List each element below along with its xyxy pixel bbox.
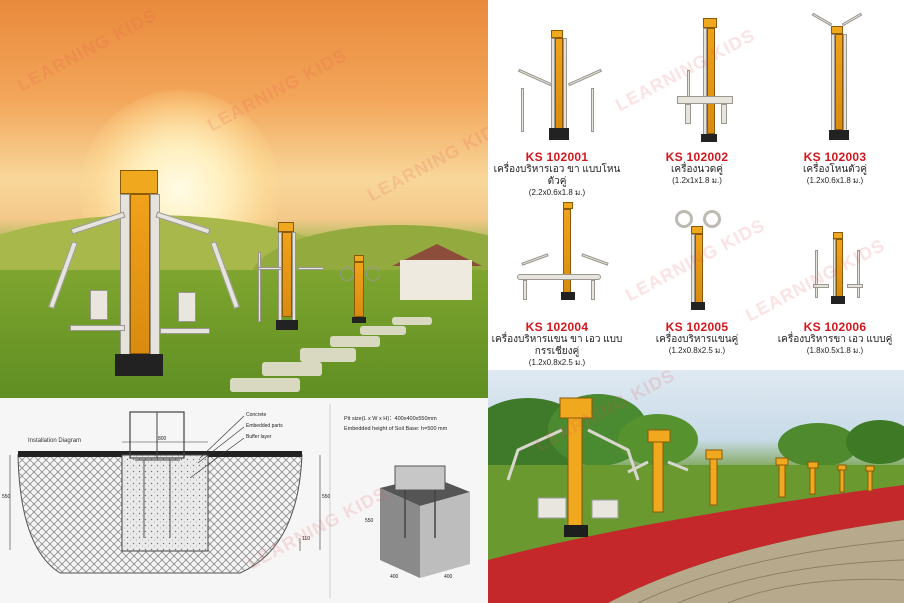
path-stone (392, 317, 432, 325)
product-size: (1.2x0.6x1.8 ม.) (806, 176, 864, 185)
cube-dim-height: 550 (365, 518, 374, 524)
product-image (785, 12, 885, 150)
product-card: KS 102006 เครื่องบริหารขา เอว แบบคู่ (1.… (766, 188, 904, 356)
product-card: KS 102005 เครื่องบริหารแขนคู่ (1.2x0.8x2… (628, 188, 766, 356)
cube-dim-width: 400 (444, 574, 453, 580)
path-stone (330, 336, 380, 347)
product-size: (1.8x0.5x1.8 ม.) (806, 346, 864, 355)
product-image (647, 188, 747, 320)
product-name: เครื่องบริหารแขนคู่ (655, 334, 739, 345)
label-concrete: Concrete (246, 412, 267, 418)
diagram-drawing (9, 404, 470, 598)
watermark: LEARNING KIDS (14, 4, 161, 96)
watermark: LEARNING KIDS (204, 44, 351, 136)
product-code: KS 102002 (665, 150, 729, 164)
product-name: เครื่องบริหารขา เอว แบบคู่ (777, 334, 893, 345)
product-card: KS 102004 เครื่องบริหารแขน ขา เอว แบบกรร… (488, 188, 626, 368)
path-stone (360, 326, 406, 335)
product-code: KS 102003 (803, 150, 867, 164)
product-card: KS 102003 เครื่องโหนตัวคู่ (1.2x0.6x1.8 … (766, 12, 904, 186)
product-name: เครื่องบริหารแขน ขา เอว แบบกรรเชียงคู่ (491, 334, 623, 357)
product-card: KS 102001 เครื่องบริหารเอว ขา แบบโหนตัวค… (488, 18, 626, 198)
note-embedded-height: Embedded height of Soil Base: h=500 mm (344, 426, 448, 432)
product-code: KS 102005 (665, 320, 729, 334)
product-code: KS 102001 (525, 150, 589, 164)
cube-dim-depth: 400 (390, 574, 399, 580)
diagram-title: Installation Diagram (28, 438, 82, 444)
dim-bottom: 110 (302, 536, 310, 542)
product-size: (1.2x1x1.8 ม.) (672, 176, 722, 185)
product-code: KS 102006 (803, 320, 867, 334)
product-image (647, 18, 747, 150)
product-name: เครื่องโหนตัวคู่ (803, 164, 867, 175)
path-stone (262, 362, 322, 376)
product-code: KS 102004 (525, 320, 589, 334)
fitness-machine-main (48, 170, 240, 382)
path-stone (230, 378, 300, 392)
product-image (507, 188, 609, 320)
note-pit-size: Pit size(L x W x H)：400x400x550mm (344, 416, 437, 422)
product-size: (2.2x0.6x1.8 ม.) (528, 188, 586, 197)
dim-right: 550 (322, 494, 331, 500)
label-embedded-parts: Embedded parts (246, 423, 283, 429)
product-size: (1.2x0.8x2.5 ม.) (528, 358, 586, 367)
product-size: (1.2x0.8x2.5 ม.) (668, 346, 726, 355)
watermark: LEARNING KIDS (364, 114, 488, 206)
dim-left: 550 (2, 494, 11, 500)
installation-diagram: Installation Diagram Concrete Embedded p… (0, 398, 488, 603)
fitness-machine (258, 222, 328, 332)
park-photo: LEARNING KIDS (488, 370, 904, 603)
product-name: เครื่องบริหารเอว ขา แบบโหนตัวคู่ (493, 164, 621, 187)
product-image (507, 18, 607, 150)
product-card: KS 102002 เครื่องนวดคู่ (1.2x1x1.8 ม.) (628, 18, 766, 186)
dim-top: 800 (158, 436, 167, 442)
product-image (785, 188, 885, 320)
product-catalog: KS 102001 เครื่องบริหารเอว ขา แบบโหนตัวค… (488, 0, 904, 370)
product-name: เครื่องนวดคู่ (670, 164, 723, 175)
label-buffer-layer: Buffer layer (246, 434, 272, 440)
hero-scene: LEARNING KIDS LEARNING KIDS LEARNING KID… (0, 0, 488, 398)
fitness-machine (340, 255, 380, 325)
house (400, 260, 472, 300)
park-scene (488, 394, 904, 603)
path-stone (300, 348, 356, 362)
